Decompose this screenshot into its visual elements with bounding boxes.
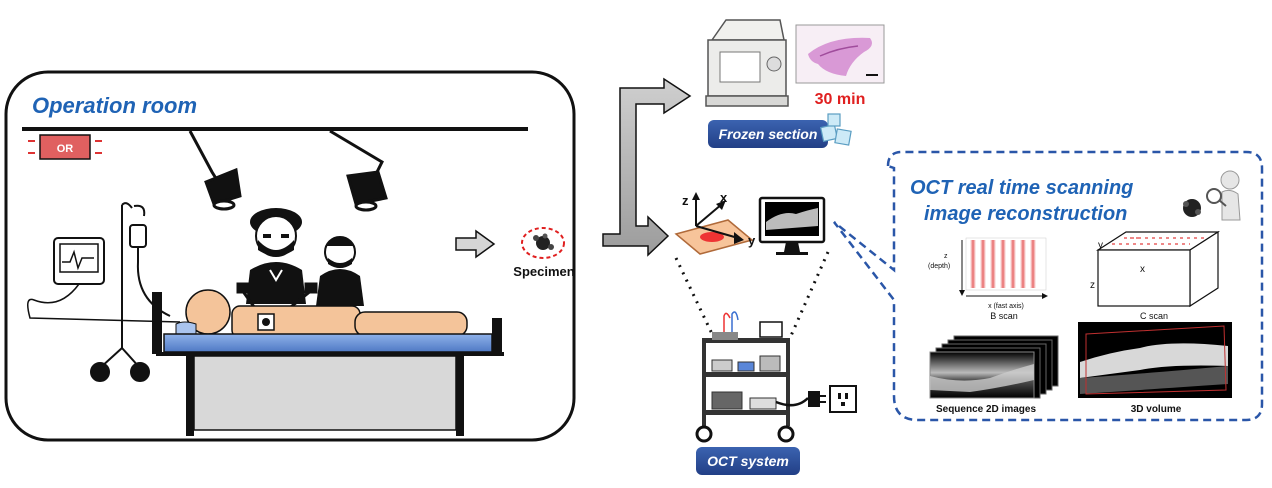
oct-panel-title-line2: image reconstruction (924, 203, 1127, 225)
axis-z-label: z (682, 193, 689, 208)
cscan-x-label: x (1140, 264, 1145, 275)
power-plug-icon (775, 385, 857, 413)
sequence-2d-images (929, 335, 1059, 399)
operating-table (152, 292, 504, 436)
bscan-z-axis-sub: (depth) (928, 263, 950, 270)
cscan-label: C scan (1140, 311, 1168, 321)
patient-monitor-icon (27, 237, 181, 323)
bscan-label: B scan (990, 311, 1018, 321)
surgeon-figure (246, 208, 306, 304)
surgical-lamp-right (329, 129, 388, 212)
oct-panel-title-line1: OCT real time scanning (910, 177, 1133, 199)
axis-x-label: x (720, 190, 728, 205)
frozen-section-time: 30 min (815, 91, 866, 108)
cscan-cube (1095, 230, 1221, 308)
bscan-x-axis: x (fast axis) (988, 303, 1024, 310)
bscan-diagram (959, 237, 1048, 299)
specimen-label: Specimen (513, 264, 574, 279)
cscan-z-label: z (1090, 280, 1095, 291)
histology-slide-image (795, 24, 885, 84)
operation-room-title: Operation room (32, 93, 197, 118)
cryostat-machine-icon (705, 19, 789, 107)
3d-volume-label: 3D volume (1131, 404, 1182, 415)
magnifier-person-icon (1183, 170, 1241, 221)
axis-y-label: y (748, 233, 756, 248)
oct-system-badge (696, 447, 800, 475)
oct-projection-lines (674, 251, 830, 339)
frozen-section-badge (708, 120, 828, 148)
oct-system-label: OCT system (707, 453, 789, 469)
scan-stage-icon (674, 192, 754, 255)
branching-arrow (602, 77, 692, 257)
sequence-2d-label: Sequence 2D images (936, 404, 1036, 415)
or-sign-label: OR (57, 143, 74, 155)
assistant-figure (316, 236, 364, 306)
display-monitor-icon (758, 196, 826, 255)
bscan-z-axis: z (944, 253, 948, 260)
ice-cube-icon (819, 113, 852, 146)
specimen-icon (521, 227, 565, 259)
iv-stand (90, 202, 171, 382)
or-sign-light (28, 134, 102, 160)
3d-volume-image (1078, 322, 1232, 398)
oct-system-cart (695, 311, 795, 443)
cscan-y-label: y (1098, 240, 1103, 251)
arrow-to-specimen (455, 229, 496, 259)
patient-figure (175, 289, 468, 339)
frozen-section-label: Frozen section (719, 126, 818, 142)
surgical-lamp-left (188, 130, 242, 211)
